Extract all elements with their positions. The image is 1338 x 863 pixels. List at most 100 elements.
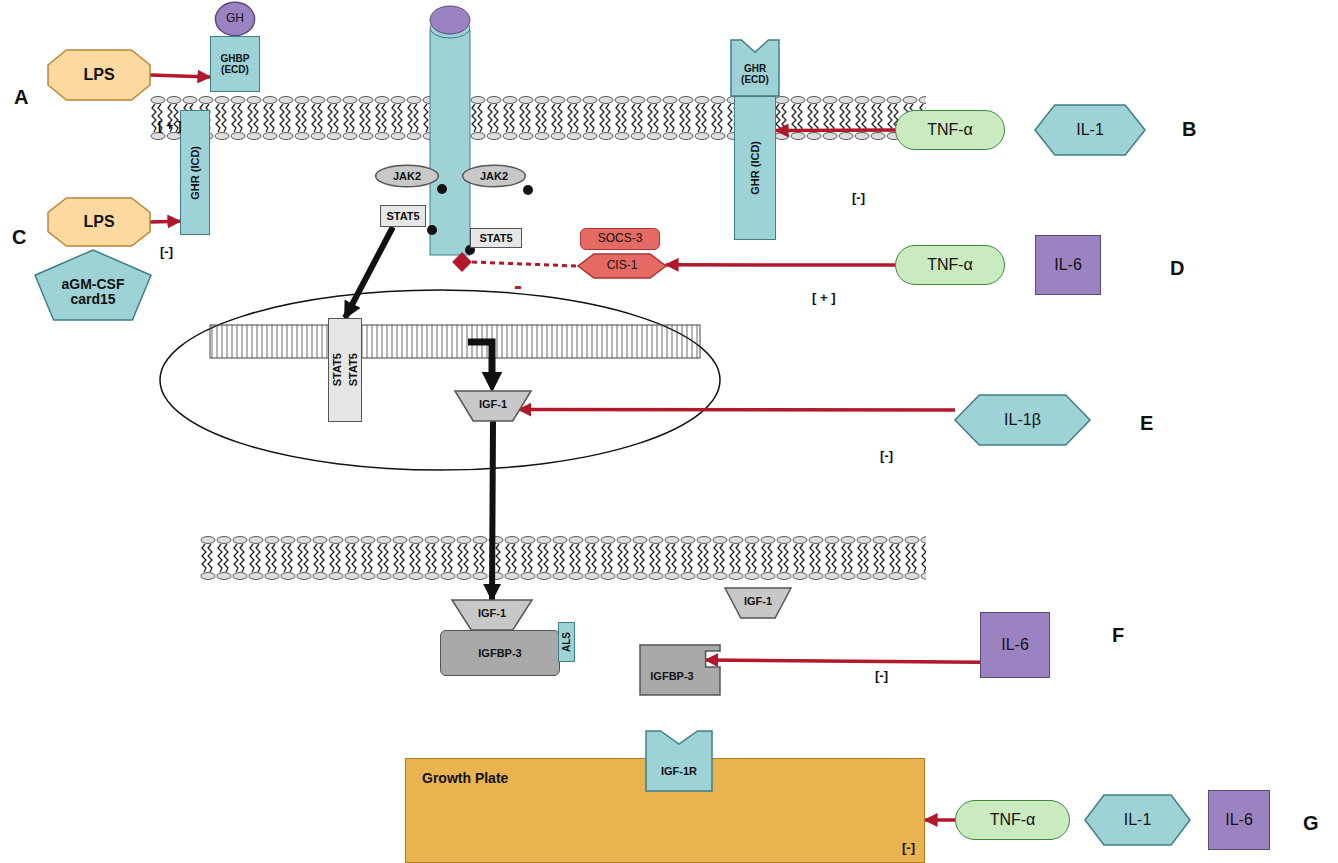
node-text: JAK2 (480, 170, 508, 182)
node-text: GH (226, 12, 244, 25)
node-text: IGF-1R (661, 765, 697, 777)
text-holder: GHR (ICD) (181, 111, 209, 234)
node-text: IL-1 (1124, 811, 1152, 829)
node-text: GHR (ECD) (731, 63, 779, 85)
effect-arrow (776, 128, 895, 132)
effect-sign: [ + ] (812, 290, 835, 305)
receptor-domain: GHR (ICD) (734, 96, 776, 240)
node-text: aGM-CSF card15 (53, 277, 133, 308)
effect-arrow (706, 660, 980, 662)
node-text: LPS (83, 66, 114, 84)
text-holder: IL-1β (955, 395, 1090, 445)
text-holder: aGM-CSF card15 (35, 250, 151, 320)
node-text: IGF-1 (478, 607, 506, 619)
node-text: STAT5 (386, 210, 419, 222)
effect-sign: [-] (875, 668, 888, 683)
text-holder: STAT5 STAT5 (329, 319, 361, 421)
text-holder: IL-1 (1035, 105, 1145, 155)
hormone-trapezoid: IGF-1 (452, 600, 532, 630)
text-holder: STAT5 (381, 206, 425, 226)
cytokine-square: IL-6 (1035, 235, 1101, 295)
text-holder: IL-6 (1209, 791, 1269, 849)
node-text: IGFBP-3 (650, 670, 693, 682)
inhibitor-box: SOCS-3 (580, 228, 660, 250)
text-holder: IGFBP-3 (441, 631, 559, 675)
shape-fill (452, 600, 532, 630)
text-holder: JAK2 (462, 165, 526, 187)
effect-sign: [-] (160, 244, 173, 259)
callout-letter: B (1182, 118, 1196, 141)
cytokine-square: IL-6 (980, 612, 1050, 678)
node-text: IL-6 (1054, 256, 1082, 274)
text-holder: IGF-1R (646, 731, 712, 791)
shape-fill (731, 40, 779, 96)
node-text: LPS (83, 213, 114, 231)
node-text: STAT5 (331, 353, 343, 386)
cytokine-hexagon: IL-1 (1035, 105, 1145, 155)
effect-arrow (666, 263, 895, 267)
hormone-trapezoid: IGF-1 (725, 588, 791, 618)
node-text: TNF-α (927, 121, 973, 139)
shape-fill (455, 391, 531, 421)
shape-fill (35, 250, 151, 320)
phospho-dot (427, 225, 437, 235)
node-text: IL-6 (1001, 636, 1029, 654)
callout-letter: E (1140, 412, 1153, 435)
transcription-factor-box: STAT5 (470, 228, 522, 248)
text-holder: GH (215, 2, 255, 36)
text-holder: IGF-1 (455, 391, 531, 421)
receptor-domain: GHR (ECD) (731, 40, 779, 96)
node-text: STAT5 (347, 353, 359, 386)
text-holder: CIS-1 (578, 254, 666, 278)
receptor-body (430, 30, 470, 255)
node-text: SOCS-3 (598, 232, 643, 245)
shape-fill (640, 645, 720, 695)
text-holder: JAK2 (375, 165, 439, 187)
text-holder: IGF-1 (452, 600, 532, 630)
cell-membrane (200, 535, 926, 581)
receptor-domain: GHR (ICD) (180, 110, 210, 235)
cytokine-square: IL-6 (1208, 790, 1270, 850)
effect-sign: [-] (902, 840, 915, 855)
effect-sign: [-] (880, 448, 893, 463)
shape-fill (376, 165, 439, 187)
text-holder: TNF-α (896, 246, 1004, 284)
text-holder: SOCS-3 (581, 229, 659, 249)
inhibition-line (472, 262, 576, 266)
text-holder: IL-1 (1085, 795, 1190, 845)
acid-labile-subunit: ALS (558, 622, 575, 662)
nucleus (160, 290, 720, 470)
node-text: CIS-1 (607, 259, 638, 272)
shape-fill (48, 198, 150, 246)
node-text: GHR (ICD) (749, 141, 761, 195)
receptor-box: IGF-1R (646, 731, 712, 791)
transcription-arrow (468, 342, 492, 382)
text-holder: LPS (48, 50, 150, 100)
node-text: GHR (ICD) (189, 146, 201, 200)
text-holder: TNF-α (896, 111, 1004, 149)
text-holder: GHR (ICD) (735, 97, 775, 239)
cytokine-hexagon: IL-1 (1085, 795, 1190, 845)
callout-letter: - (514, 272, 522, 300)
node-text: IGF-1 (744, 595, 772, 607)
node-text: Growth Plate (422, 771, 508, 786)
shape-fill (215, 2, 254, 35)
shape-fill (48, 50, 150, 100)
effect-sign: [-] (852, 190, 865, 205)
text-holder: STAT5 (471, 229, 521, 247)
text-holder: GHBP (ECD) (211, 37, 259, 91)
cell-membrane (150, 95, 926, 141)
node-text: GHBP (ECD) (211, 53, 259, 75)
shape-fill (1035, 105, 1145, 155)
effect-arrow (925, 818, 955, 822)
signal-arrow (345, 227, 393, 318)
shape-fill (955, 395, 1090, 445)
callout-letter: C (12, 226, 26, 249)
callout-letter: A (14, 86, 28, 109)
binding-protein-box: IGFBP-3 (640, 645, 720, 695)
ligand-circle: GH (215, 2, 255, 36)
text-holder: IL-6 (1036, 236, 1100, 294)
hormone-trapezoid: IGF-1 (455, 391, 531, 421)
node-text: IL-1β (1004, 411, 1041, 429)
text-holder: ALS (559, 623, 574, 661)
